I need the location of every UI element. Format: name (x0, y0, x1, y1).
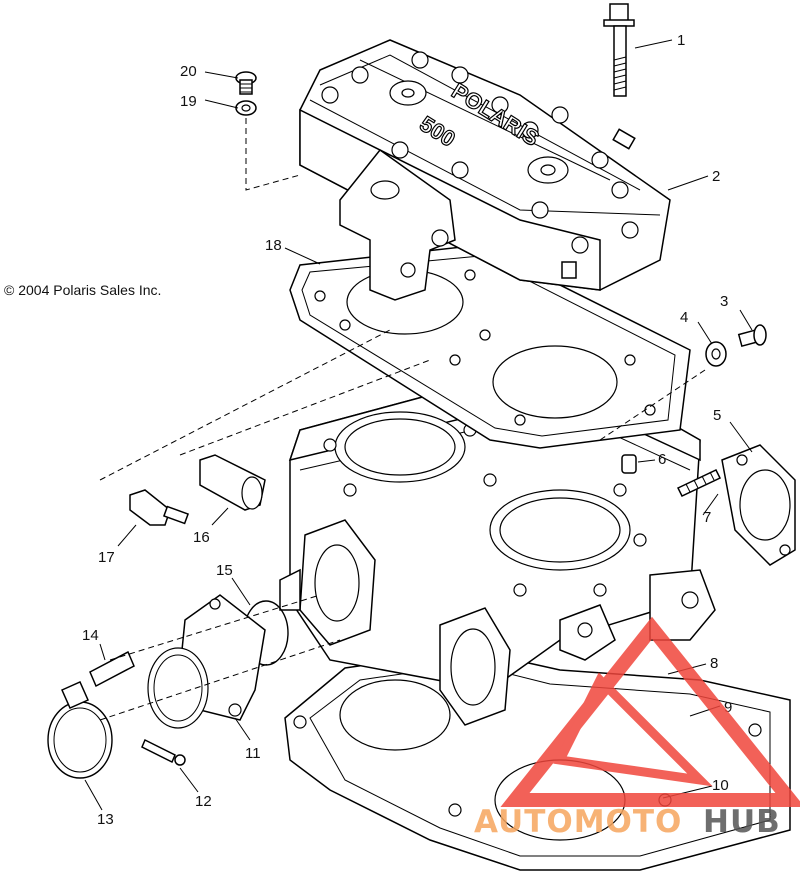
thermostat-16 (199, 454, 266, 511)
callout-18: 18 (265, 237, 282, 254)
callout-16: 16 (193, 529, 210, 546)
washer-4 (705, 341, 727, 367)
stud-7 (676, 469, 722, 497)
outlet-elbow-11 (147, 594, 266, 729)
watermark-text-hub: HUB (703, 804, 781, 840)
callout-7: 7 (703, 509, 711, 526)
thermostat-housing (339, 148, 456, 301)
callout-6: 6 (658, 451, 666, 468)
dashed-guide-lines (99, 118, 706, 721)
callout-14: 14 (82, 627, 99, 644)
callout-9: 9 (724, 699, 732, 716)
base-gasket (284, 649, 791, 871)
callout-numbers: 1 2 3 4 5 6 7 8 9 10 11 12 13 14 15 16 1… (82, 32, 732, 828)
callout-3: 3 (720, 293, 728, 310)
head-bolt (603, 3, 635, 97)
callout-8: 8 (710, 655, 718, 672)
head-bolt-holes (321, 51, 639, 254)
sensor-17 (129, 489, 190, 526)
callout-19: 19 (180, 93, 197, 110)
copyright-notice: © 2004 Polaris Sales Inc. (4, 282, 162, 298)
callout-10: 10 (712, 777, 729, 794)
fitting-14 (89, 650, 135, 688)
callout-13: 13 (97, 811, 114, 828)
bolt-3 (737, 324, 767, 348)
callout-12: 12 (195, 793, 212, 810)
callout-4: 4 (680, 309, 688, 326)
watermark-logo: AUTOMOTO HUB (474, 616, 800, 840)
callout-5: 5 (713, 407, 721, 424)
callout-15: 15 (216, 562, 233, 579)
screw-20 (235, 71, 257, 95)
callout-20: 20 (180, 63, 197, 80)
watermark-text-automoto: AUTOMOTO (474, 804, 682, 840)
callout-1: 1 (677, 32, 685, 49)
screw-12 (141, 738, 186, 766)
watermark-inner-triangle-icon (553, 672, 713, 787)
hose-clamp-13 (47, 681, 113, 779)
dowel-6 (621, 454, 637, 474)
gasket-5 (721, 444, 796, 566)
washer-19 (235, 100, 257, 116)
callout-2: 2 (712, 168, 720, 185)
callout-11: 11 (245, 745, 261, 762)
callout-17: 17 (98, 549, 115, 566)
